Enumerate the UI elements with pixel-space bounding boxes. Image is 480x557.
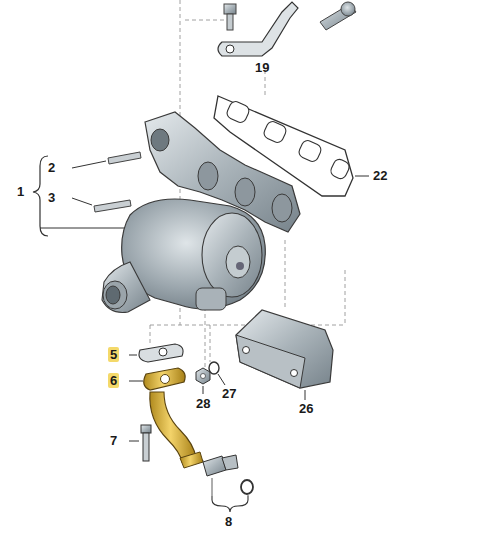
callout-number: 5 bbox=[108, 347, 119, 362]
callout-number: 7 bbox=[108, 433, 119, 448]
callout-number: 26 bbox=[297, 401, 315, 416]
callout-number: 22 bbox=[371, 168, 389, 183]
callout-number: 28 bbox=[194, 396, 212, 411]
callout-number: 27 bbox=[220, 386, 238, 401]
callout-number: 3 bbox=[46, 190, 57, 205]
callout-number: 6 bbox=[108, 373, 119, 388]
callout-number: 2 bbox=[46, 160, 57, 175]
callout-number: 1 bbox=[15, 184, 26, 199]
callout-number: 19 bbox=[253, 60, 271, 75]
callout-number: 8 bbox=[223, 514, 234, 529]
